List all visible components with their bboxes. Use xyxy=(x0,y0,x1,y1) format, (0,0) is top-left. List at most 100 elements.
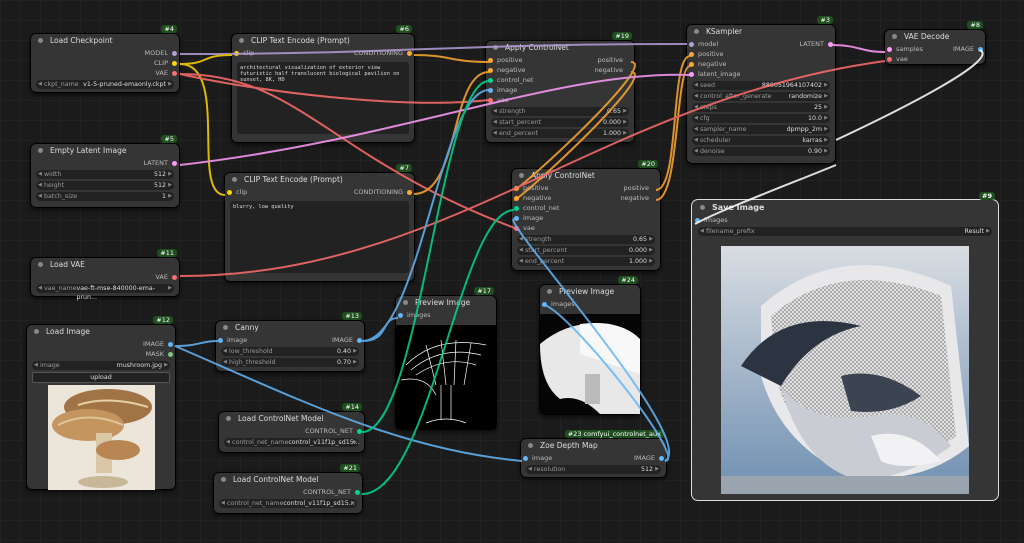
input-latent-image[interactable]: latent_image xyxy=(686,69,836,79)
widget-label: batch_size xyxy=(44,193,78,200)
output-conditioning[interactable] xyxy=(407,51,412,56)
widget-value: 0.000 xyxy=(628,247,647,254)
node-load-controlnet-21[interactable]: Load ControlNet Model#21 CONTROL_NET con… xyxy=(213,464,363,514)
widget-value: 10.0 xyxy=(807,115,822,122)
sampler-name-widget[interactable]: sampler_name dpmpp_2m xyxy=(692,125,830,134)
output-latent[interactable]: LATENT xyxy=(30,158,180,168)
node-id-badge: #20 xyxy=(638,160,658,168)
widget-label: scheduler xyxy=(700,137,731,144)
input-image[interactable]: image xyxy=(511,213,661,223)
node-preview-image-24[interactable]: Preview Image#24 images xyxy=(539,276,641,415)
output-image[interactable] xyxy=(659,456,664,461)
input-positive[interactable]: positive xyxy=(686,49,836,59)
output-vae[interactable]: VAE xyxy=(30,68,180,78)
widget-label: start_percent xyxy=(499,119,541,126)
output-image[interactable] xyxy=(357,338,362,343)
node-save-image[interactable]: Save Image#9 images filename_prefixResul… xyxy=(692,192,998,500)
input-vae[interactable]: vae xyxy=(884,54,986,64)
input-images[interactable]: images xyxy=(692,215,998,225)
input-images[interactable]: images xyxy=(395,310,497,320)
input-vae[interactable]: vae xyxy=(511,223,661,233)
output-image[interactable] xyxy=(978,47,983,52)
widget-label: end_percent xyxy=(525,258,565,265)
control-net-name-widget[interactable]: control_net_namecontrol_v11f1p_sd15... xyxy=(224,438,360,447)
output-image[interactable]: IMAGE xyxy=(26,339,176,349)
upload-button[interactable]: upload xyxy=(32,372,170,383)
vae-name-widget[interactable]: vae_namevae-ft-mse-840000-ema-prun... xyxy=(36,284,174,301)
node-load-checkpoint[interactable]: Load Checkpoint#4 MODEL CLIP VAE ckpt_na… xyxy=(30,25,180,93)
control-net-name-widget[interactable]: control_net_namecontrol_v11f1p_sd15... xyxy=(219,499,357,508)
input-vae[interactable]: vae xyxy=(485,95,635,105)
output-model[interactable]: MODEL xyxy=(30,48,180,58)
node-title: Save Image xyxy=(712,203,765,212)
output-latent[interactable] xyxy=(828,42,833,47)
output-mask[interactable]: MASK xyxy=(26,349,176,359)
widget-label: sampler_name xyxy=(700,126,747,133)
prompt-textarea[interactable]: blurry, low quality xyxy=(230,201,409,273)
input-control-net[interactable]: control_net xyxy=(511,203,661,213)
node-title: Preview Image xyxy=(559,287,615,296)
input-control-net[interactable]: control_net xyxy=(485,75,635,85)
input-negative[interactable]: negative xyxy=(686,59,836,69)
node-zoe-depth-map[interactable]: Zoe Depth Map#23 comfyui_controlnet_aux … xyxy=(520,430,667,478)
slot-label: IMAGE xyxy=(633,454,655,462)
prompt-textarea[interactable]: architectural visualization of exterior … xyxy=(237,62,409,134)
node-load-vae[interactable]: Load VAE#11 VAE vae_namevae-ft-mse-84000… xyxy=(30,249,180,301)
input-image[interactable]: image xyxy=(485,85,635,95)
node-load-controlnet-14[interactable]: Load ControlNet Model#14 CONTROL_NET con… xyxy=(218,403,365,453)
node-load-image[interactable]: Load Image#12 IMAGE MASK imagemushroom.j… xyxy=(26,316,176,490)
widget-value: vae-ft-mse-840000-ema-prun... xyxy=(76,285,156,301)
output-clip[interactable]: CLIP xyxy=(30,58,180,68)
widget-value: dpmpp_2m xyxy=(786,126,822,133)
widget-label: vae_name xyxy=(44,285,77,292)
node-preview-image-17[interactable]: Preview Image#17 images xyxy=(395,287,497,430)
output-conditioning[interactable] xyxy=(407,190,412,195)
input-images[interactable]: images xyxy=(539,299,641,309)
node-title: Load Checkpoint xyxy=(50,36,113,45)
widget-value: 0.65 xyxy=(632,236,647,243)
output-control-net[interactable]: CONTROL_NET xyxy=(213,487,363,497)
output-control-net[interactable]: CONTROL_NET xyxy=(218,426,365,436)
node-title: CLIP Text Encode (Prompt) xyxy=(244,175,343,184)
output-vae[interactable]: VAE xyxy=(30,272,180,282)
